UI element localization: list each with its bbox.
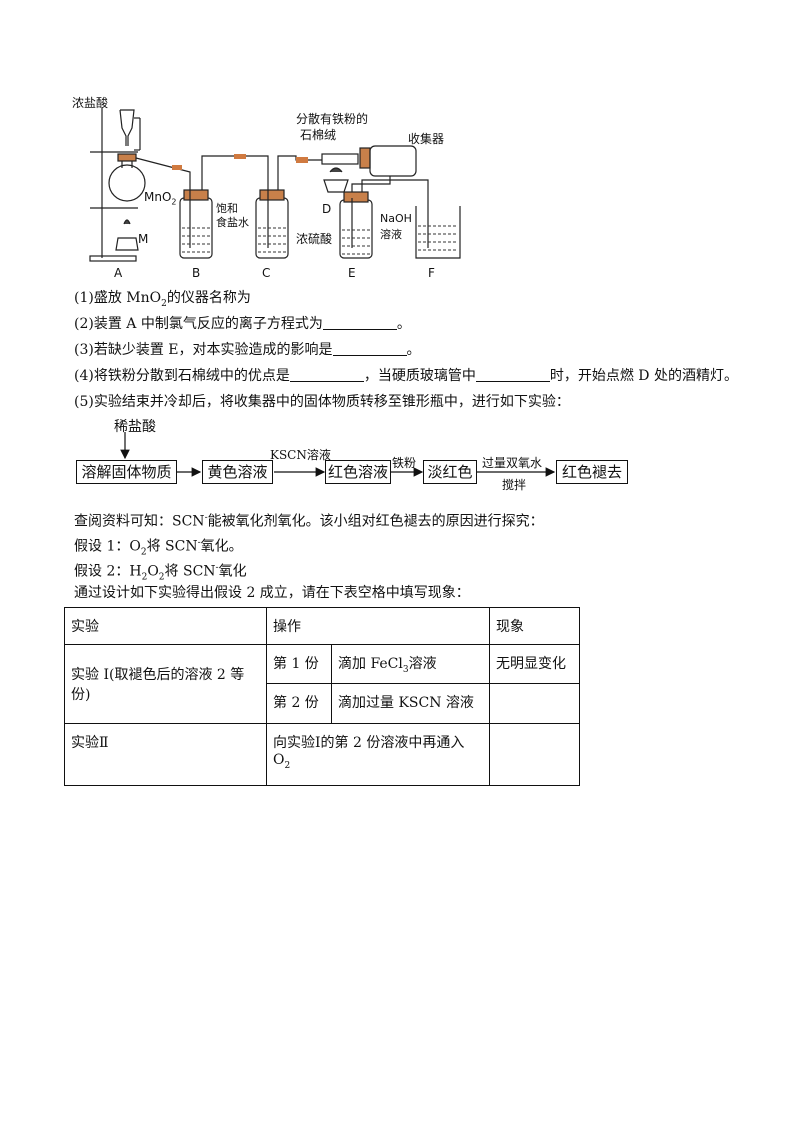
- hypothesis-2: 假设 2：H2O2将 SCN-氧化: [74, 563, 247, 583]
- experiment-table: 实验 操作 现象 实验 I(取褪色后的溶液 2 等份) 第 1 份 滴加 FeC…: [64, 607, 580, 786]
- label-brine-1: 饱和: [216, 202, 238, 215]
- flow-arrows: [120, 432, 556, 477]
- flow-box-dissolve: 溶解固体物质: [76, 460, 177, 484]
- cell-experiment-1: 实验 I(取褪色后的溶液 2 等份): [64, 644, 267, 724]
- letter-e: E: [348, 266, 356, 280]
- header-phenomenon: 现象: [489, 607, 580, 645]
- letter-c: C: [262, 266, 271, 280]
- answer-blank-3[interactable]: [332, 341, 407, 356]
- label-hydrochloric-acid: 浓盐酸: [72, 96, 109, 110]
- header-operation: 操作: [266, 607, 490, 645]
- answer-blank-2[interactable]: [322, 315, 397, 330]
- cell-experiment-2: 实验Ⅱ: [64, 722, 267, 786]
- design-instruction: 通过设计如下实验得出假设 2 成立，请在下表空格中填写现象：: [74, 585, 470, 601]
- answer-blank-4b[interactable]: [475, 367, 550, 382]
- cell-op-2: 滴加过量 KSCN 溶液: [331, 682, 490, 724]
- letter-f: F: [428, 266, 435, 280]
- flow-label-h2o2: 过量双氧水: [482, 456, 543, 470]
- flow-box-fade: 红色褪去: [556, 460, 628, 484]
- header-experiment: 实验: [64, 607, 267, 645]
- apparatus-diagram: [89, 108, 461, 262]
- label-m: M: [138, 232, 149, 246]
- question-4: (4)将铁粉分散到石棉绒中的优点是，当硬质玻璃管中时，开始点燃 D 处的酒精灯。: [74, 367, 738, 384]
- flow-label-stir: 搅拌: [502, 478, 527, 492]
- flow-label-kscn: KSCN溶液: [270, 448, 331, 462]
- flow-box-yellow: 黄色溶液: [202, 460, 273, 484]
- question-5: (5)实验结束并冷却后，将收集器中的固体物质转移至锥形瓶中，进行如下实验：: [74, 394, 570, 410]
- question-2: (2)装置 A 中制氯气反应的离子方程式为。: [74, 315, 411, 332]
- flow-box-light-red: 淡红色: [423, 460, 477, 484]
- answer-blank-4a[interactable]: [289, 367, 364, 382]
- label-asbestos: 石棉绒: [300, 128, 337, 142]
- question-1: (1)盛放 MnO2的仪器名称为: [74, 290, 251, 309]
- cell-result-2[interactable]: [489, 682, 580, 724]
- label-iron-asbestos: 分散有铁粉的: [296, 112, 369, 126]
- flow-box-red: 红色溶液: [325, 460, 391, 484]
- label-naoh-solution: 溶液: [380, 228, 402, 241]
- flow-reagent-hcl: 稀盐酸: [114, 419, 156, 435]
- letter-a: A: [114, 266, 123, 280]
- label-naoh: NaOH: [380, 212, 412, 225]
- label-d: D: [322, 202, 332, 216]
- label-conc-sulfuric: 浓硫酸: [296, 232, 333, 246]
- cell-result-1: 无明显变化: [489, 644, 580, 684]
- label-mno2: MnO2: [144, 190, 177, 207]
- cell-part-1: 第 1 份: [266, 644, 332, 684]
- label-collector: 收集器: [408, 132, 445, 146]
- letter-b: B: [192, 266, 201, 280]
- info-text: 查阅资料可知：SCN-能被氧化剂氧化。该小组对红色褪去的原因进行探究：: [74, 513, 544, 530]
- cell-op-1: 滴加 FeCl3溶液: [331, 644, 490, 684]
- flow-label-iron: 铁粉: [392, 456, 417, 470]
- question-3: (3)若缺少装置 E，对本实验造成的影响是。: [74, 341, 421, 358]
- cell-result-3[interactable]: [489, 722, 580, 786]
- label-brine-2: 食盐水: [216, 216, 249, 229]
- hypothesis-1: 假设 1：O2将 SCN-氧化。: [74, 538, 243, 558]
- cell-part-2: 第 2 份: [266, 682, 332, 724]
